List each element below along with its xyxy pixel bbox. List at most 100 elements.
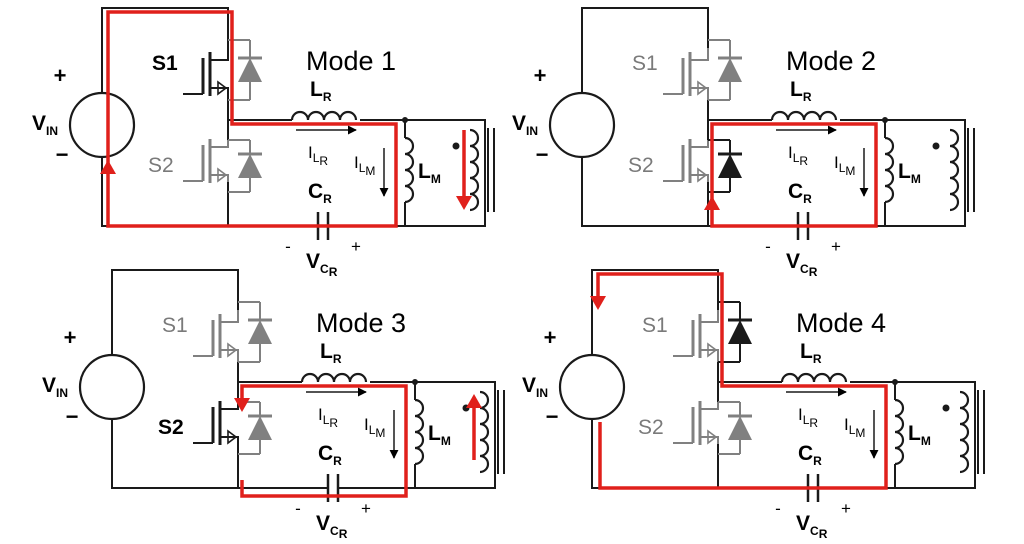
lr-label: LR [310, 78, 332, 104]
vin-plus: + [64, 325, 77, 350]
lr-label: LR [320, 340, 342, 366]
wire-bottom [111, 410, 239, 489]
transformer-winding [959, 390, 970, 474]
vin-label: VIN [42, 374, 68, 400]
s1-label: S1 [642, 314, 668, 337]
body-diode-d2 [248, 402, 272, 454]
current-direction-arrow [234, 398, 250, 412]
switch-s2 [183, 139, 229, 183]
body-diode-d2 [728, 402, 752, 454]
switch-s2 [663, 139, 709, 183]
switch-s1 [663, 48, 709, 100]
vcr-label: VCR [306, 250, 338, 279]
switch-s2 [673, 401, 719, 445]
junction-dot [402, 117, 408, 123]
vcr-plus: + [361, 499, 371, 518]
lm-label: LM [428, 422, 451, 448]
current-direction-arrow [456, 196, 472, 210]
ilm-label: ILM [354, 153, 375, 178]
body-diode-d2 [718, 140, 742, 192]
vcr-minus: - [285, 237, 291, 256]
vcr-minus: - [775, 499, 781, 518]
mode-title: Mode 3 [316, 308, 406, 338]
vcr-minus: - [765, 237, 771, 256]
body-diode-d1 [238, 40, 262, 100]
inductor-lr [780, 372, 848, 383]
lr-label: LR [800, 340, 822, 366]
switch-s1 [193, 310, 239, 362]
lm-label: LM [898, 160, 921, 186]
switch-s1 [673, 310, 719, 362]
body-diode-d1 [718, 40, 742, 100]
vin-label: VIN [32, 112, 58, 138]
inductor-lm [404, 136, 415, 204]
inductor-lr [300, 372, 368, 383]
body-diode-d1 [728, 302, 752, 362]
s2-label: S2 [628, 154, 654, 177]
wire-top [591, 269, 719, 364]
inductor-lm [894, 398, 905, 466]
body-diode-d2 [238, 140, 262, 192]
lm-label: LM [418, 160, 441, 186]
wire-top [111, 269, 239, 364]
polarity-dot [942, 404, 950, 412]
voltage-source [558, 353, 626, 421]
wire-tank [328, 119, 486, 227]
wire-tank [808, 119, 966, 227]
vin-minus: − [536, 142, 549, 167]
voltage-source [548, 91, 616, 159]
current-path [710, 122, 878, 228]
vcr-label: VCR [786, 250, 818, 279]
ilr-label: ILR [318, 405, 338, 430]
cr-label: CR [308, 180, 332, 206]
ilm-label: ILM [364, 415, 385, 440]
ilm-label: ILM [844, 415, 865, 440]
switch-s2 [193, 401, 239, 445]
cr-label: CR [798, 442, 822, 468]
vcr-label: VCR [316, 512, 348, 541]
current-direction-arrow [100, 160, 116, 174]
vin-minus: − [66, 404, 79, 429]
inductor-lm [884, 136, 895, 204]
wire-top [581, 7, 709, 102]
inductor-lr [290, 110, 358, 121]
ilr-label: ILR [308, 143, 328, 168]
transformer-winding [949, 128, 960, 212]
ilr-label: ILR [788, 143, 808, 168]
wire-top [101, 7, 229, 102]
transformer-winding [469, 128, 480, 212]
current-direction-arrow [590, 296, 606, 310]
ilr-label: ILR [798, 405, 818, 430]
voltage-source [78, 353, 146, 421]
lm-label: LM [908, 422, 931, 448]
vin-label: VIN [522, 374, 548, 400]
voltage-source [68, 91, 136, 159]
wire-tank [338, 381, 496, 489]
mode-title: Mode 1 [306, 46, 396, 76]
junction-dot [892, 379, 898, 385]
s1-label: S1 [632, 52, 658, 75]
current-path [240, 384, 408, 498]
mode-title: Mode 4 [796, 308, 886, 338]
vcr-minus: - [295, 499, 301, 518]
current-path [596, 272, 888, 490]
vcr-plus: + [831, 237, 841, 256]
vin-plus: + [544, 325, 557, 350]
s1-label: S1 [162, 314, 188, 337]
s2-label: S2 [638, 416, 664, 439]
wire-tank [818, 381, 976, 489]
inductor-lr [770, 110, 838, 121]
body-diode-d1 [248, 302, 272, 362]
switch-s1 [183, 48, 229, 100]
inductor-lm [414, 398, 425, 466]
transformer-winding [479, 390, 490, 474]
vcr-label: VCR [796, 512, 828, 541]
vin-plus: + [534, 63, 547, 88]
cr-label: CR [788, 180, 812, 206]
lr-label: LR [790, 78, 812, 104]
